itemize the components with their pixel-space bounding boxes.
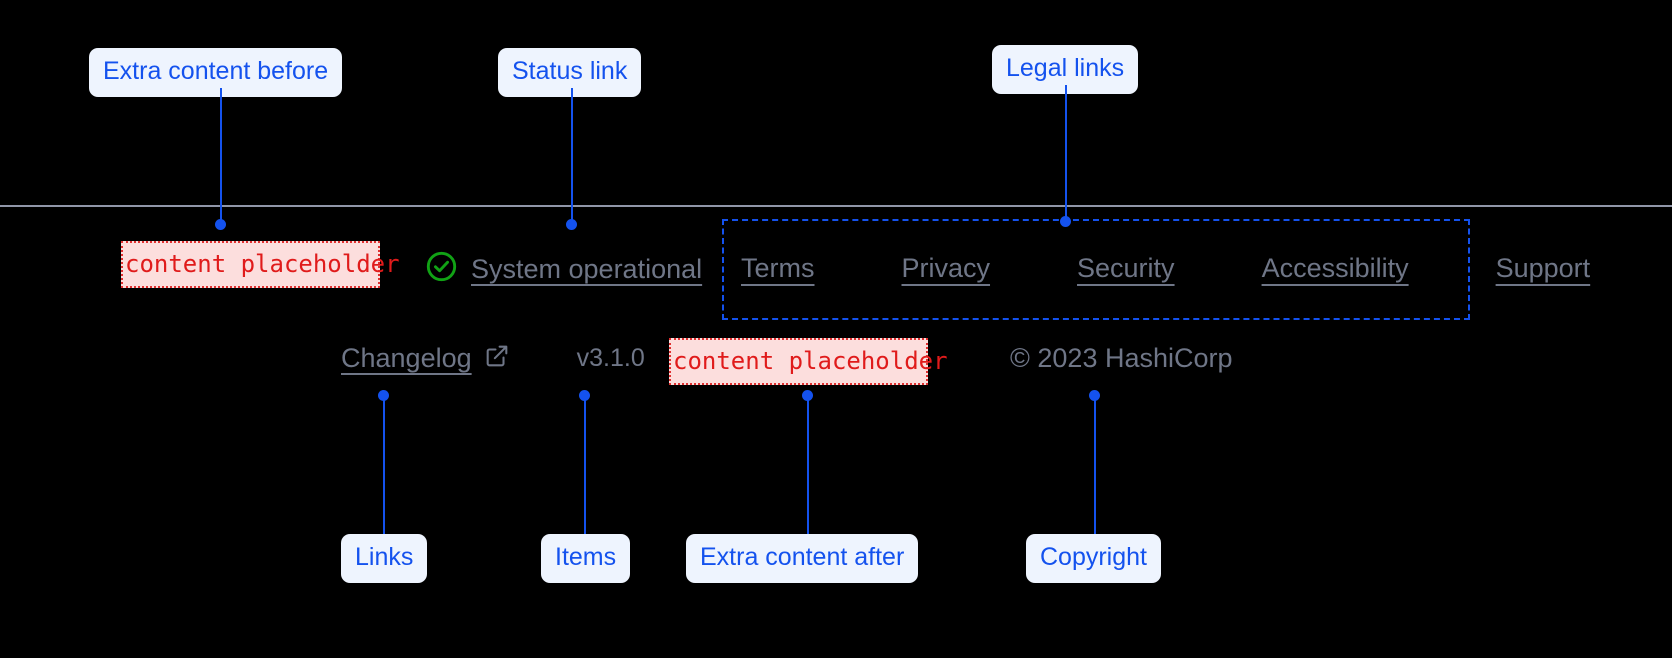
annotation-dot-links xyxy=(378,390,389,401)
legal-links-group xyxy=(722,219,1470,320)
legal-link-security[interactable]: Security xyxy=(1077,253,1175,283)
copyright-text: © 2023 HashiCorp xyxy=(1010,343,1233,373)
legal-link-terms[interactable]: Terms xyxy=(741,253,815,283)
annotation-leader-status-link xyxy=(571,88,573,224)
annotation-leader-links xyxy=(383,398,385,534)
changelog-link-label: Changelog xyxy=(341,343,472,373)
annotation-leader-extra-after xyxy=(807,398,809,534)
legal-link-privacy[interactable]: Privacy xyxy=(901,253,991,283)
legal-link-accessibility[interactable]: Accessibility xyxy=(1261,253,1409,283)
check-circle-icon xyxy=(425,250,458,288)
legal-links-list: Terms Privacy Security Accessibility Sup… xyxy=(741,255,1590,282)
legal-link-support[interactable]: Support xyxy=(1495,253,1591,283)
annotation-dot-extra-before xyxy=(215,219,226,230)
annotation-dot-items xyxy=(579,390,590,401)
annotation-leader-copyright xyxy=(1094,398,1096,534)
footer-top-divider xyxy=(0,205,1672,207)
annotation-items: Items xyxy=(541,534,631,583)
external-link-icon xyxy=(484,343,510,374)
changelog-link[interactable]: Changelog xyxy=(341,343,510,374)
annotation-copyright: Copyright xyxy=(1026,534,1161,583)
extra-content-before-placeholder: content placeholder xyxy=(121,241,400,288)
annotation-dot-copyright xyxy=(1089,390,1100,401)
status-link-label: System operational xyxy=(471,253,703,284)
annotation-leader-items xyxy=(584,398,586,534)
annotation-extra-content-before: Extra content before xyxy=(89,48,343,97)
annotation-dot-legal-links xyxy=(1060,216,1071,227)
annotation-extra-content-after: Extra content after xyxy=(686,534,919,583)
version-label: v3.1.0 xyxy=(576,344,645,372)
footer-bottom-row: Changelog v3.1.0 xyxy=(341,343,645,374)
annotation-links: Links xyxy=(341,534,428,583)
annotation-status-link: Status link xyxy=(498,48,642,97)
extra-content-after-placeholder: content placeholder xyxy=(669,338,948,385)
status-link[interactable]: System operational xyxy=(425,250,702,288)
annotation-dot-extra-after xyxy=(802,390,813,401)
annotation-leader-extra-before xyxy=(220,88,222,224)
annotation-leader-legal-links xyxy=(1065,85,1067,222)
annotation-dot-status-link xyxy=(566,219,577,230)
